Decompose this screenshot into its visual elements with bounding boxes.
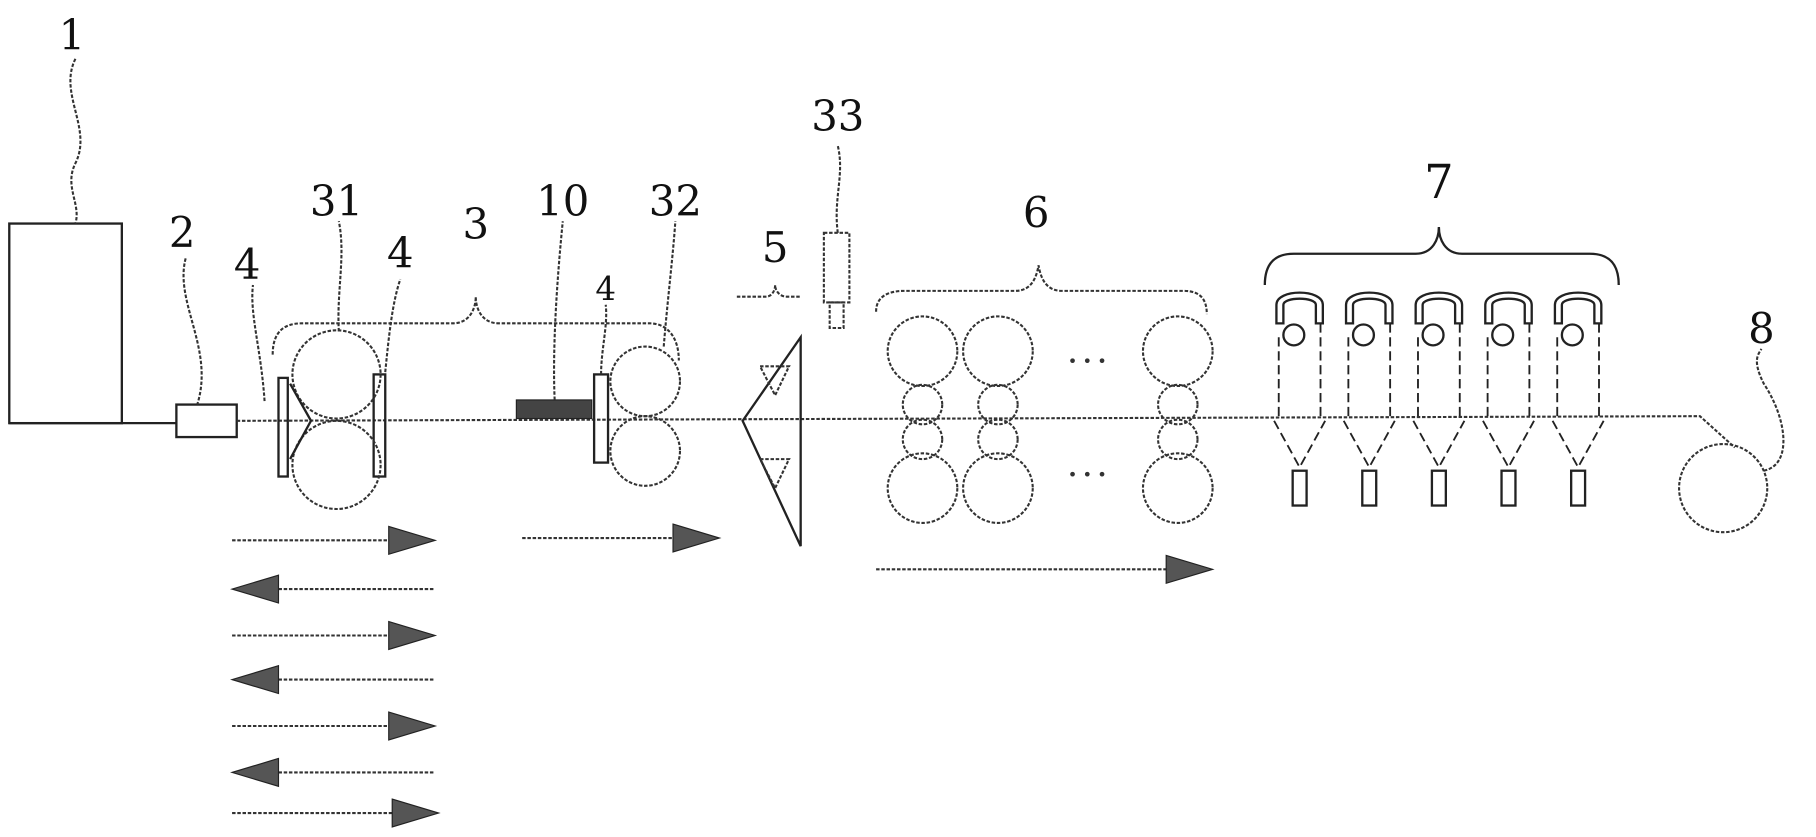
label-31: 31: [310, 176, 363, 225]
label-8: 8: [1748, 304, 1775, 353]
label-4-right: 4: [595, 270, 616, 308]
direction-arrow-4: [232, 666, 435, 694]
label-6: 6: [1023, 188, 1050, 237]
label-1: 1: [59, 10, 86, 59]
label-10: 10: [536, 176, 589, 225]
direction-arrow-7: [232, 799, 439, 827]
label-32: 32: [649, 176, 702, 225]
heater-10: 10: [516, 176, 591, 418]
label-2: 2: [169, 208, 196, 257]
sensor-33: 33: [811, 92, 864, 328]
shear-5: 5: [737, 223, 801, 546]
cooling-nozzle-1: [1274, 293, 1325, 506]
direction-arrow-6: [232, 758, 435, 786]
label-5: 5: [762, 223, 789, 272]
cooling-nozzle-4: [1483, 293, 1534, 506]
ellipsis-top: • • •: [1068, 351, 1107, 370]
direction-arrow-1: [232, 526, 435, 554]
direction-arrow-2: [232, 575, 435, 603]
direction-arrow-3: [232, 622, 435, 650]
label-7: 7: [1424, 155, 1454, 209]
direction-arrow-5: [232, 712, 435, 740]
cooling-nozzle-2: [1344, 293, 1395, 506]
label-3: 3: [462, 200, 489, 249]
label-33: 33: [811, 92, 864, 141]
coiler-8: 8: [1679, 304, 1783, 532]
ellipsis-bottom: • • •: [1068, 465, 1107, 484]
cooling-nozzle-5: [1553, 293, 1604, 506]
direction-arrows: [232, 524, 1213, 827]
roll-stand-32: 4 32: [594, 176, 702, 485]
nozzle-unit: 2: [169, 208, 237, 437]
direction-arrow-9: [876, 555, 1213, 583]
brace-3: [273, 297, 679, 361]
roll-stand-31: 4 31 4: [234, 176, 414, 509]
cooling-section-7: 7: [1265, 155, 1619, 506]
finishing-mill-6: 6 • • • • • •: [876, 188, 1213, 523]
label-4-mid: 4: [387, 229, 414, 278]
tundish-unit: 1: [9, 10, 122, 423]
direction-arrow-8: [522, 524, 719, 552]
cooling-nozzle-3: [1413, 293, 1464, 506]
label-4-left: 4: [234, 240, 261, 289]
